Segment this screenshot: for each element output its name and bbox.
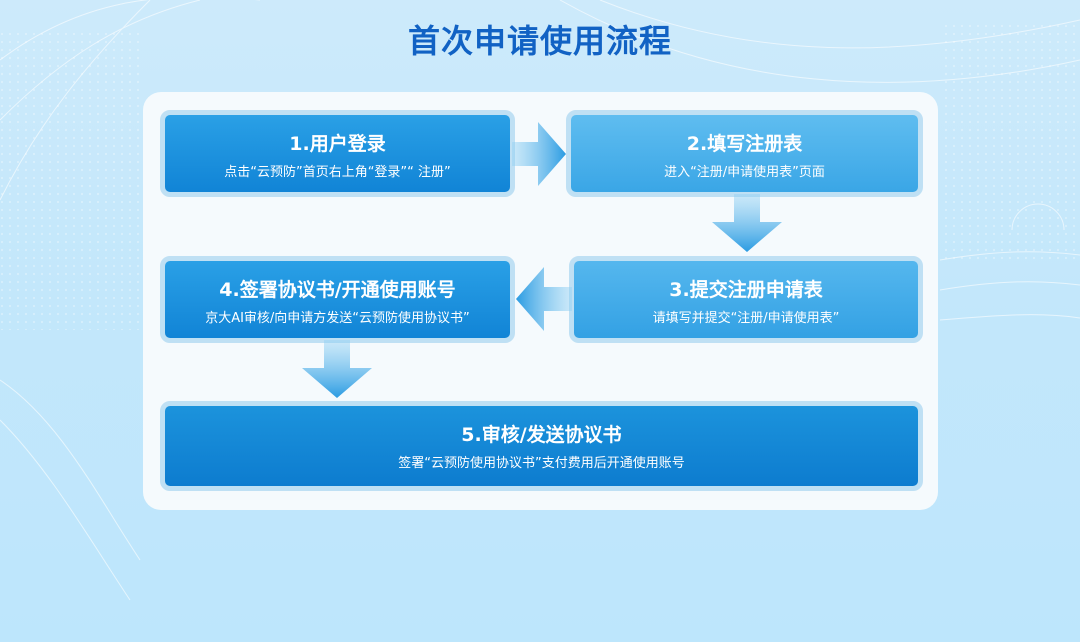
arrow-down-icon (302, 340, 372, 398)
step-2-box: 2.填写注册表 进入“注册/申请使用表”页面 (566, 110, 923, 197)
step-1-desc: 点击“云预防”首页右上角“登录”“ 注册” (224, 165, 451, 180)
step-1-box: 1.用户登录 点击“云预防”首页右上角“登录”“ 注册” (160, 110, 515, 197)
step-3-desc: 请填写并提交“注册/申请使用表” (652, 311, 840, 326)
step-2-title: 2.填写注册表 (686, 133, 803, 155)
step-5-box: 5.审核/发送协议书 签署“云预防使用协议书”支付费用后开通使用账号 (160, 401, 923, 491)
page-title: 首次申请使用流程 (407, 22, 672, 60)
step-5-desc: 签署“云预防使用协议书”支付费用后开通使用账号 (398, 456, 685, 471)
step-4-title: 4.签署协议书/开通使用账号 (219, 279, 456, 301)
step-4-desc: 京大AI审核/向申请方发送“云预防使用协议书” (205, 311, 470, 326)
step-4-box: 4.签署协议书/开通使用账号 京大AI审核/向申请方发送“云预防使用协议书” (160, 256, 515, 343)
step-1-title: 1.用户登录 (289, 133, 386, 155)
step-3-title: 3.提交注册申请表 (669, 279, 823, 301)
step-3-box: 3.提交注册申请表 请填写并提交“注册/申请使用表” (569, 256, 923, 343)
step-5-title: 5.审核/发送协议书 (461, 424, 622, 446)
arrow-left-icon (516, 267, 572, 331)
arrow-down-icon (712, 194, 782, 252)
arrow-right-icon (512, 122, 566, 186)
step-2-desc: 进入“注册/申请使用表”页面 (664, 165, 825, 180)
